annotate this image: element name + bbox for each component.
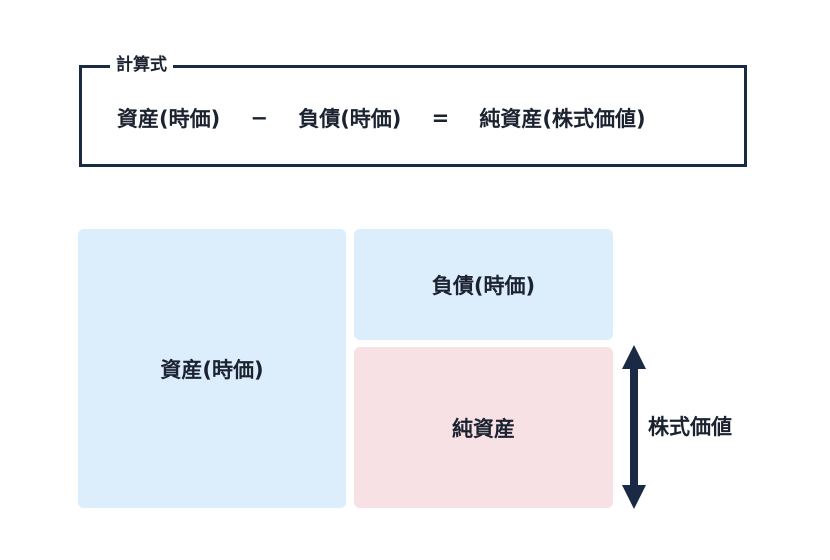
arrow-shaft — [630, 367, 638, 487]
formula-minus-operator: − — [250, 106, 268, 130]
formula-term-net-assets: 純資産(株式価値) — [479, 107, 646, 131]
liabilities-block-label: 負債(時価) — [431, 273, 536, 298]
net-assets-block-label: 純資産 — [452, 416, 515, 441]
formula-term-liabilities: 負債(時価) — [298, 107, 402, 131]
share-value-label: 株式価値 — [648, 415, 732, 439]
formula-term-assets: 資産(時価) — [117, 107, 221, 131]
arrow-head-bottom — [622, 485, 646, 509]
arrow-head-top — [622, 345, 646, 369]
formula-box — [79, 65, 747, 167]
net-assets-block: 純資産 — [354, 347, 613, 508]
formula-equals-operator: = — [431, 106, 450, 130]
assets-block-label: 資産(時価) — [160, 357, 264, 382]
liabilities-block: 負債(時価) — [354, 229, 613, 340]
formula-row: 資産(時価) − 負債(時価) = 純資産(株式価値) — [117, 100, 646, 136]
double-arrow-icon — [622, 345, 646, 509]
formula-legend: 計算式 — [110, 53, 173, 77]
assets-block: 資産(時価) — [78, 229, 346, 508]
